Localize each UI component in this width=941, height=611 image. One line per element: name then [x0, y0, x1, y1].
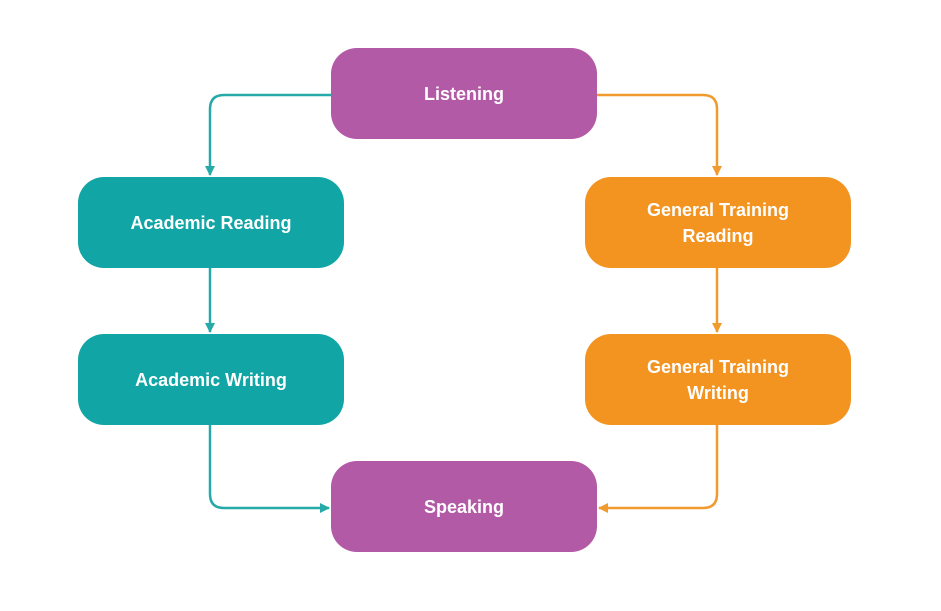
academic-writing-node: Academic Writing [78, 334, 344, 425]
connector-listening-to-academic-reading [205, 93, 331, 176]
gt-reading-label-line2: Reading [682, 225, 754, 246]
academic-reading-node: Academic Reading [78, 177, 344, 268]
connector-academic-writing-to-speaking [208, 425, 330, 513]
academic-reading-label: Academic Reading [130, 212, 292, 233]
connector-listening-to-gt-reading [597, 93, 722, 176]
general-training-reading-node: General Training Reading [585, 177, 851, 268]
speaking-node: Speaking [331, 461, 597, 552]
connector-gt-writing-to-speaking [598, 425, 719, 513]
listening-node: Listening [331, 48, 597, 139]
gt-reading-label-line1: General Training [646, 199, 790, 220]
gt-writing-label-line1: General Training [646, 356, 790, 377]
academic-writing-label: Academic Writing [135, 369, 287, 390]
general-training-writing-node: General Training Writing [585, 334, 851, 425]
gt-writing-label-line2: Writing [687, 382, 749, 403]
speaking-label: Speaking [423, 496, 505, 517]
listening-label: Listening [424, 83, 504, 104]
